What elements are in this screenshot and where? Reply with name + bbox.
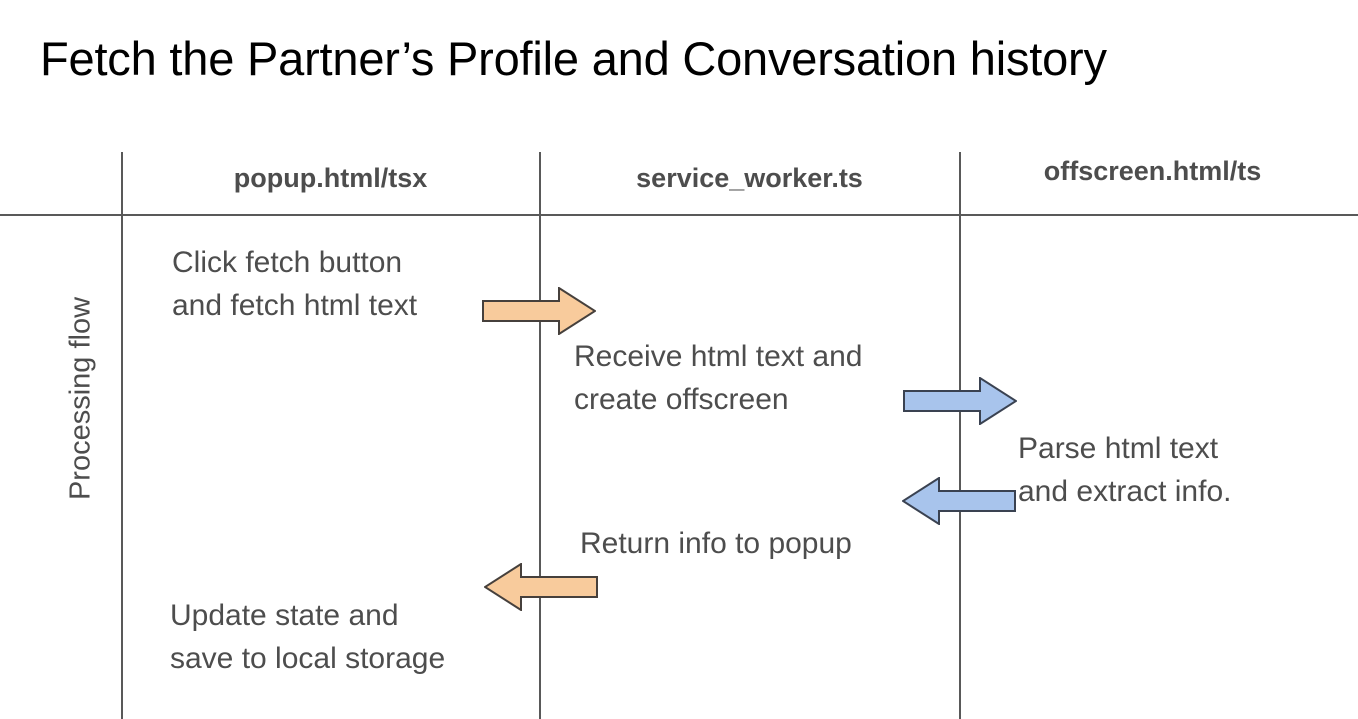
arrow-right-service-to-offscreen-icon [903, 377, 1017, 425]
row-label-processing-flow: Processing flow [64, 296, 97, 501]
page-title: Fetch the Partner’s Profile and Conversa… [40, 32, 1107, 85]
header-divider-line [0, 214, 1358, 216]
arrow-left-service-to-popup-icon [484, 563, 598, 611]
step-text-click-fetch: Click fetch button and fetch html text [172, 246, 418, 322]
step-text-return-info: Return info to popup [580, 527, 852, 560]
arrow-left-offscreen-to-service-icon [902, 477, 1016, 525]
lane-divider-left [121, 152, 123, 719]
lane-divider-middle [539, 152, 541, 719]
step-text-parse-html: Parse html text and extract info. [1018, 432, 1232, 508]
lane-divider-right [959, 152, 961, 719]
step-text-receive-html: Receive html text and create offscreen [574, 340, 863, 416]
column-header-service-worker: service_worker.ts [636, 163, 863, 193]
arrow-right-popup-to-service-icon [482, 287, 596, 335]
step-text-update-state: Update state and save to local storage [170, 599, 446, 675]
column-header-popup: popup.html/tsx [233, 163, 428, 193]
column-header-offscreen: offscreen.html/ts [1043, 156, 1262, 186]
